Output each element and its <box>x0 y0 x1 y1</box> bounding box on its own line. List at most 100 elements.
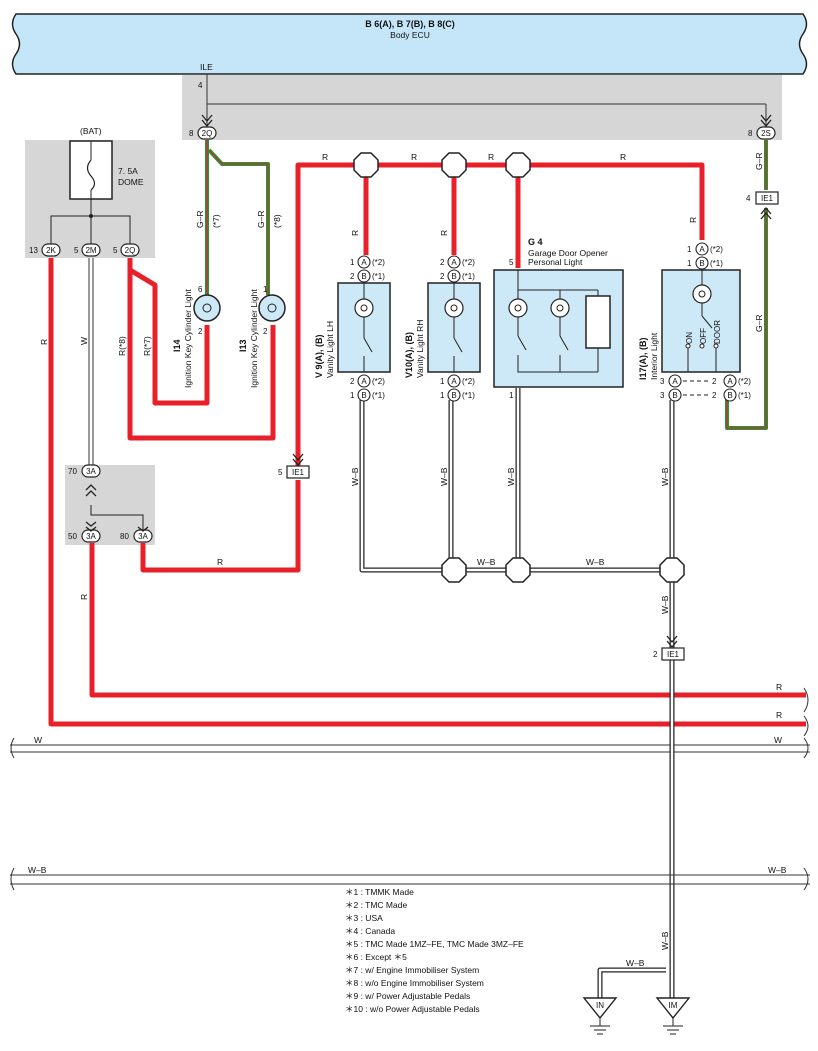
pin-a: A <box>672 377 678 386</box>
pin-b: B <box>672 391 677 400</box>
green-red-wires <box>205 140 768 430</box>
i14-name: Ignition Key Cylinder Light <box>183 289 193 388</box>
pin-label: 6 <box>198 285 203 294</box>
pin-b: B <box>361 272 366 281</box>
junction-nodes <box>353 152 685 583</box>
connector-3a-70: 3A <box>86 467 96 476</box>
junction-node <box>659 557 685 583</box>
switch-door-label: DOOR <box>713 320 722 344</box>
fuse-dome <box>50 140 131 244</box>
pin-label: 80 <box>120 532 129 541</box>
vanity-light-rh <box>427 282 481 373</box>
wire-color-label: W–B <box>660 595 670 614</box>
switch-off-label: OFF <box>699 328 708 344</box>
pin-label: 2 <box>198 327 203 336</box>
pin-label: 4 <box>198 81 203 90</box>
i17-code: I17(A), (B) <box>638 337 648 380</box>
pin-label: 1 <box>440 391 445 400</box>
pin-label: 2 <box>350 377 355 386</box>
note-ref: (*2) <box>462 258 475 267</box>
g4-name-1: Garage Door Opener <box>528 248 608 258</box>
wire-color-label: W–B <box>768 865 787 875</box>
legend-item: ＊8 : w/o Engine Immobiliser System <box>345 978 484 988</box>
pin-label: 1 <box>509 391 514 400</box>
pin-b: B <box>361 391 366 400</box>
note-ref: (*1) <box>738 391 751 400</box>
junction-node <box>441 152 467 178</box>
ecu-title: B 6(A), B 7(B), B 8(C) <box>365 19 455 29</box>
v10-code: V10(A), (B) <box>404 332 414 378</box>
wire-color-label: G–R <box>256 211 266 228</box>
wire-color-label: R <box>350 230 360 236</box>
wire-color-label: R <box>322 152 328 162</box>
connector-2k: 2K <box>46 246 56 255</box>
wb-wires <box>10 388 810 1000</box>
pin-label: 4 <box>746 194 751 203</box>
pin-label: 2 <box>263 327 268 336</box>
connector-badges: 2Q 2S 2K 2M 2Q 3A 3A 3A IE1 IE1 IE1 <box>41 126 779 661</box>
note-ref: (*2) <box>372 377 385 386</box>
legend-item: ＊9 : w/ Power Adjustable Pedals <box>345 991 471 1001</box>
interior-light-dashes <box>683 380 708 396</box>
wire-color-label: R(*7) <box>142 336 152 356</box>
junction-node <box>505 557 531 583</box>
legend-item: ＊5 : TMC Made 1MZ–FE, TMC Made 3MZ–FE <box>345 939 524 949</box>
connector-3a-80: 3A <box>138 532 148 541</box>
wire-color-label: W–B <box>586 557 605 567</box>
ignition-key-cylinder-light-i13 <box>258 294 286 322</box>
connector-3a-50: 3A <box>86 532 96 541</box>
fuse-name: DOME <box>118 177 144 187</box>
wire-color-label: W–B <box>350 467 360 486</box>
ab-pin-labels: 1 2 (*2) (*1) 2 1 (*2) (*1) 2 2 (*2) (*1… <box>350 245 751 400</box>
pin-label: 8 <box>189 129 194 138</box>
pin-label: 8 <box>748 129 753 138</box>
pin-label: 13 <box>29 246 38 255</box>
note-ref: (*2) <box>462 377 475 386</box>
i14-code: I14 <box>172 339 182 352</box>
note-ref: (*1) <box>372 272 385 281</box>
pin-label: 1 <box>263 285 268 294</box>
pin-a: A <box>451 258 457 267</box>
wire-color-label: R <box>39 339 49 345</box>
ecu-terminal-ile: ILE <box>200 62 213 72</box>
connector-2q-bat: 2Q <box>125 246 136 255</box>
v9-name: Vanity Light LH <box>325 321 335 378</box>
wire-color-label: R <box>776 682 782 692</box>
wire-color-label: W–B <box>439 467 449 486</box>
note-ref: (*7) <box>211 214 221 228</box>
wire-color-label: W <box>774 735 782 745</box>
pin-label: 1 <box>350 391 355 400</box>
wire-color-label: R <box>620 152 626 162</box>
pin-b: B <box>451 272 456 281</box>
footnote-legend: ＊1 : TMMK Made ＊2 : TMC Made ＊3 : USA ＊4… <box>345 886 524 1016</box>
pin-label: 3 <box>660 377 665 386</box>
legend-item: ＊3 : USA <box>345 913 383 923</box>
wire-color-label: R <box>776 710 782 720</box>
pin-label: 2 <box>653 650 658 659</box>
bat-label: (BAT) <box>80 126 102 136</box>
wire-color-label: R <box>688 217 698 223</box>
pin-label: 2 <box>440 272 445 281</box>
note-ref: (*8) <box>272 214 282 228</box>
pin-a: A <box>361 377 367 386</box>
wire-color-label: W <box>34 735 42 745</box>
wire-color-label: W <box>79 337 89 345</box>
pin-label: 1 <box>350 258 355 267</box>
note-ref: (*1) <box>710 259 723 268</box>
vanity-light-lh <box>337 282 391 373</box>
pin-label: 1 <box>440 377 445 386</box>
pin-numbers: 8 8 13 5 5 70 50 80 4 5 2 <box>29 129 753 659</box>
connector-2s: 2S <box>761 129 771 138</box>
connector-arrows <box>85 114 772 649</box>
pin-label: 1 <box>687 259 692 268</box>
wire-color-label: R <box>488 152 494 162</box>
pin-a: A <box>451 377 457 386</box>
pin-a: A <box>727 377 733 386</box>
wire-color-label: R(*8) <box>117 336 127 356</box>
pin-label: 5 <box>509 258 514 267</box>
legend-item: ＊2 : TMC Made <box>345 900 408 910</box>
pin-label: 70 <box>68 467 77 476</box>
note-ref: (*1) <box>372 391 385 400</box>
note-ref: (*2) <box>372 258 385 267</box>
